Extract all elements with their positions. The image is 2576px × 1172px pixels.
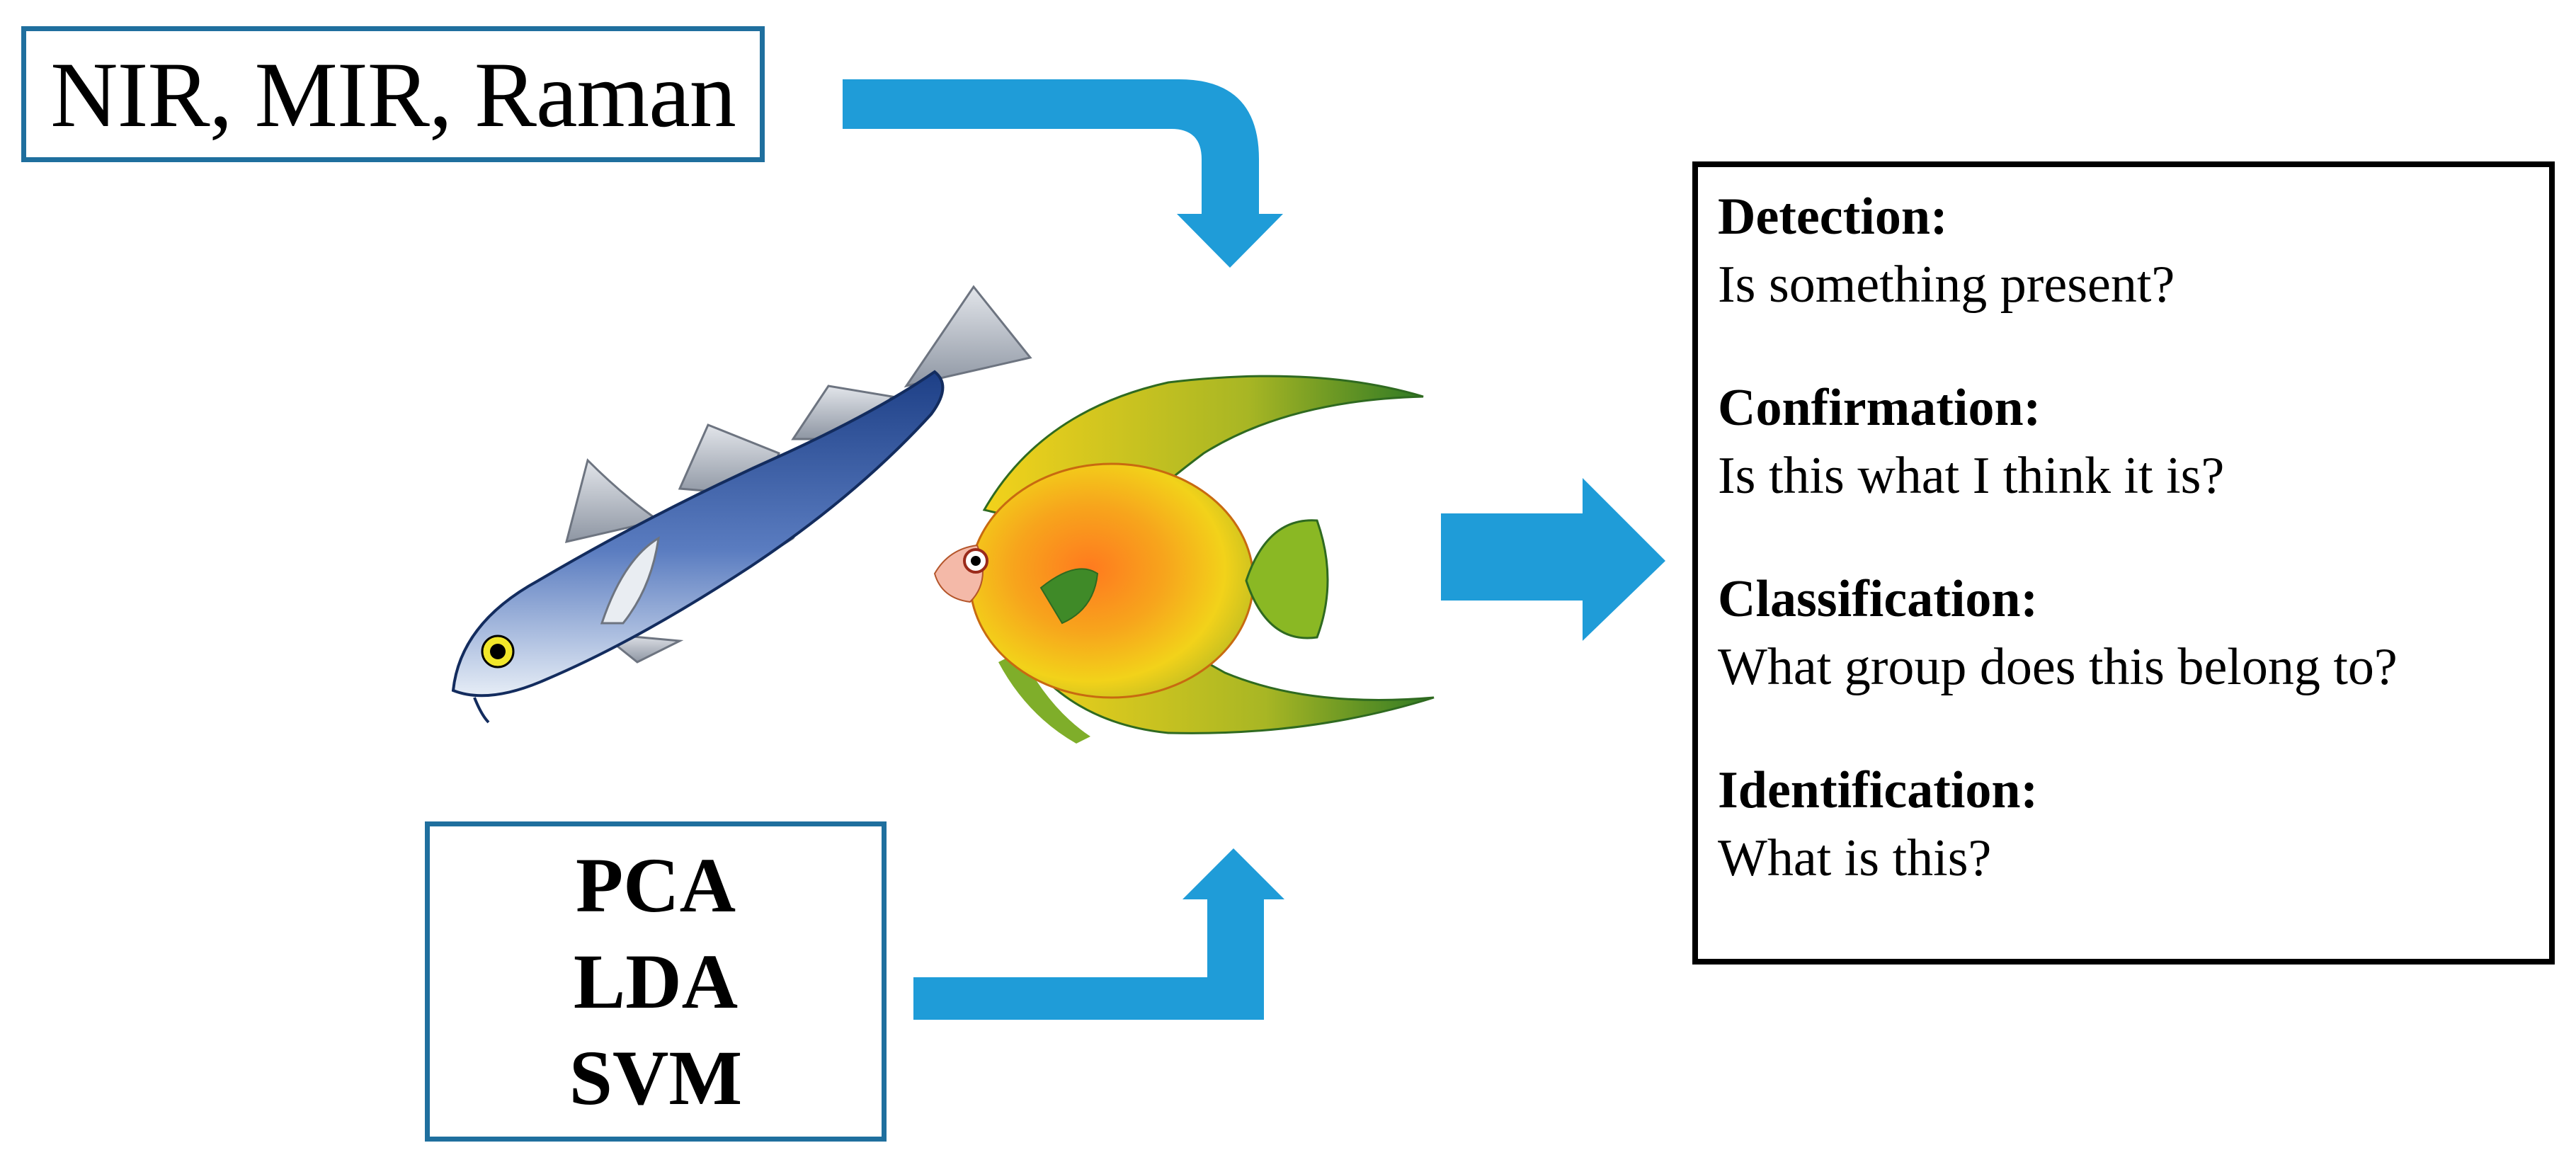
outcome-title: Identification: (1718, 761, 2039, 819)
outcome-question: Is something present? (1718, 256, 2175, 314)
outcome-detection: Detection: Is something present? (1718, 183, 2549, 319)
arrow-methods-to-fish (913, 848, 1284, 1020)
outcomes-box: Detection: Is something present? Confirm… (1692, 161, 2555, 965)
outcome-classification: Classification: What group does this bel… (1718, 565, 2549, 701)
outcome-question: What is this? (1718, 829, 1992, 887)
outcome-question: What group does this belong to? (1718, 638, 2398, 696)
method-svm: SVM (569, 1035, 743, 1121)
outcome-title: Confirmation: (1718, 379, 2041, 437)
angelfish-icon (933, 375, 1435, 744)
arrow-techniques-to-fish (843, 79, 1283, 268)
outcome-question: Is this what I think it is? (1718, 447, 2225, 505)
outcome-title: Detection: (1718, 188, 1948, 246)
arrow-fish-to-outcomes (1441, 478, 1665, 641)
outcome-identification: Identification: What is this? (1718, 756, 2549, 892)
methods-box: PCA LDA SVM (425, 821, 887, 1142)
techniques-box: NIR, MIR, Raman (21, 26, 765, 162)
outcome-confirmation: Confirmation: Is this what I think it is… (1718, 374, 2549, 510)
outcome-title: Classification: (1718, 570, 2039, 628)
method-lda: LDA (573, 938, 739, 1025)
cod-fish-icon (451, 285, 1032, 724)
method-pca: PCA (575, 842, 736, 928)
techniques-label: NIR, MIR, Raman (50, 42, 736, 147)
